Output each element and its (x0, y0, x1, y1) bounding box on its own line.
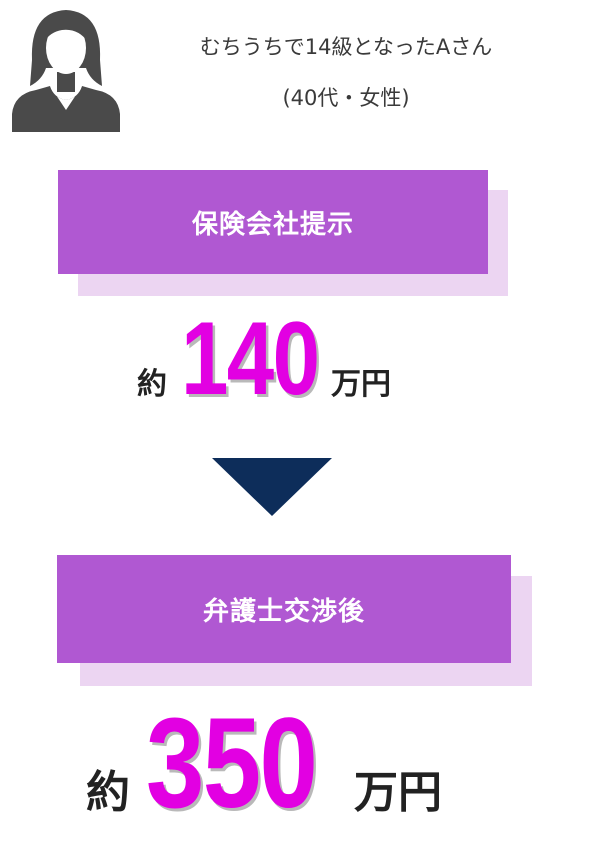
profile-caption-line2: (40代・女性) (282, 86, 410, 110)
amount-unit: 万円 (354, 767, 442, 818)
profile-caption-line1: むちうちで14級となったAさん (199, 35, 493, 59)
amount-prefix: 約 (137, 367, 167, 402)
insurer-offer-label: 保険会社提示 (58, 170, 488, 274)
amount-prefix: 約 (86, 767, 130, 818)
after-negotiation-label: 弁護士交渉後 (57, 555, 511, 663)
after-negotiation-amount: 約 350 万円 (86, 690, 442, 837)
insurer-offer-label-text: 保険会社提示 (191, 209, 354, 240)
amount-value: 140 (181, 301, 320, 417)
amount-value: 350 (146, 692, 318, 835)
after-negotiation-label-text: 弁護士交渉後 (202, 596, 365, 627)
down-triangle-icon (212, 458, 332, 516)
amount-unit: 万円 (331, 367, 391, 402)
insurer-offer-amount: 約 140 万円 (137, 300, 391, 419)
person-silhouette-icon (12, 10, 120, 132)
